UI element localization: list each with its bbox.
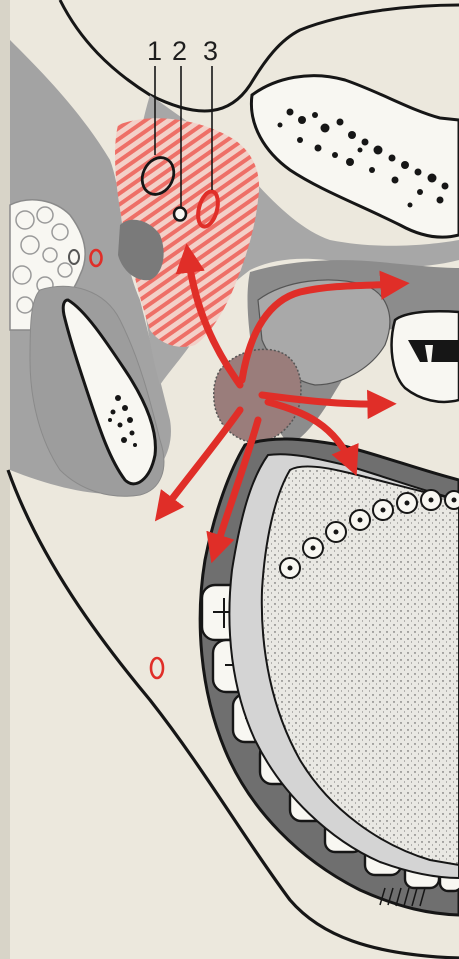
vessel-2-carotid-icon <box>174 208 186 221</box>
label-2: 2 <box>172 38 187 65</box>
label-1: 1 <box>147 38 162 65</box>
label-3: 3 <box>203 38 218 65</box>
left-page-shadow <box>0 0 10 959</box>
